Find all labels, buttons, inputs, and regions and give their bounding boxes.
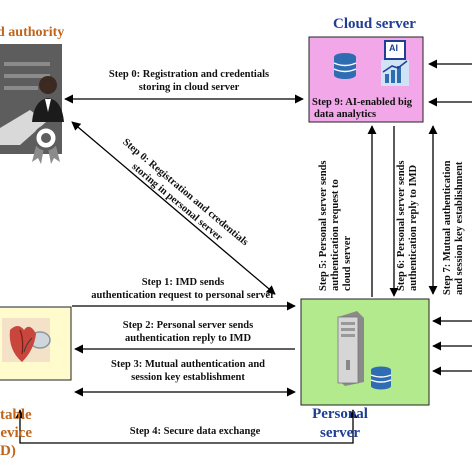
ai-icon-label: AI xyxy=(389,43,398,53)
step4-label: Step 4: Secure data exchange xyxy=(129,426,261,437)
step5-line3: cloud server xyxy=(342,235,353,291)
step1-line2: authentication request to personal serve… xyxy=(91,290,275,301)
step7-line1: Step 7: Mutual authentication xyxy=(442,160,453,295)
step3-label: Step 3: Mutual authentication and sessio… xyxy=(78,358,298,384)
step6-line2: authentication reply to IMD xyxy=(408,164,419,291)
step5-label: Step 5: Personal server sends authentica… xyxy=(318,161,354,291)
ai-analytics-icon xyxy=(381,40,409,86)
arrow-step4 xyxy=(15,409,358,444)
cloud-server-title: Cloud server xyxy=(333,16,416,32)
imd-title: table device D) xyxy=(0,406,32,460)
step9-line2: data analytics xyxy=(314,109,377,120)
step1-label: Step 1: IMD sends authentication request… xyxy=(68,276,298,302)
step5-line2: authentication request to xyxy=(330,179,341,291)
step2-line2: authentication reply to IMD xyxy=(124,333,252,344)
step2-line1: Step 2: Personal server sends xyxy=(122,320,254,331)
step0-cloud-label: Step 0: Registration and credentials sto… xyxy=(82,68,296,94)
step7-label: Step 7: Mutual authentication and sessio… xyxy=(442,161,466,295)
server-tower-icon xyxy=(337,311,364,386)
step0-cloud-line2: storing in cloud server xyxy=(138,82,240,93)
personal-server-box xyxy=(300,298,430,406)
step1-line1: Step 1: IMD sends xyxy=(141,277,225,288)
imd-title-line3: D) xyxy=(0,443,16,459)
step9-label: Step 9: AI-enabled big data analytics xyxy=(312,97,412,121)
personal-server-title-line1: Personal xyxy=(312,406,368,422)
imd-title-line1: table xyxy=(0,407,32,423)
personal-server-title-line2: server xyxy=(320,425,360,441)
step3-line1: Step 3: Mutual authentication and xyxy=(110,359,266,370)
trusted-authority-title: d authority xyxy=(0,25,65,40)
personal-server-title: Personal server xyxy=(305,405,375,443)
step5-line1: Step 5: Personal server sends xyxy=(318,160,329,291)
imd-title-line2: device xyxy=(0,425,32,441)
step2-label: Step 2: Personal server sends authentica… xyxy=(78,319,298,345)
trusted-authority-illustration xyxy=(0,44,64,164)
certificate-seal-icon xyxy=(32,125,60,164)
step9-line1: Step 9: AI-enabled big xyxy=(312,97,413,108)
step3-line2: session key establishment xyxy=(131,372,245,383)
step6-line1: Step 6: Personal server sends xyxy=(396,160,407,291)
step6-label: Step 6: Personal server sends authentica… xyxy=(396,161,420,291)
step7-line2: and session key establishment xyxy=(454,161,465,295)
implanted-heart-device-icon xyxy=(2,318,51,362)
businessman-icon xyxy=(32,76,64,122)
database-icon-small xyxy=(370,366,392,390)
database-icon xyxy=(333,53,357,79)
step0-cloud-line1: Step 0: Registration and credentials xyxy=(108,69,270,80)
arrow-step0-personal xyxy=(71,121,276,295)
